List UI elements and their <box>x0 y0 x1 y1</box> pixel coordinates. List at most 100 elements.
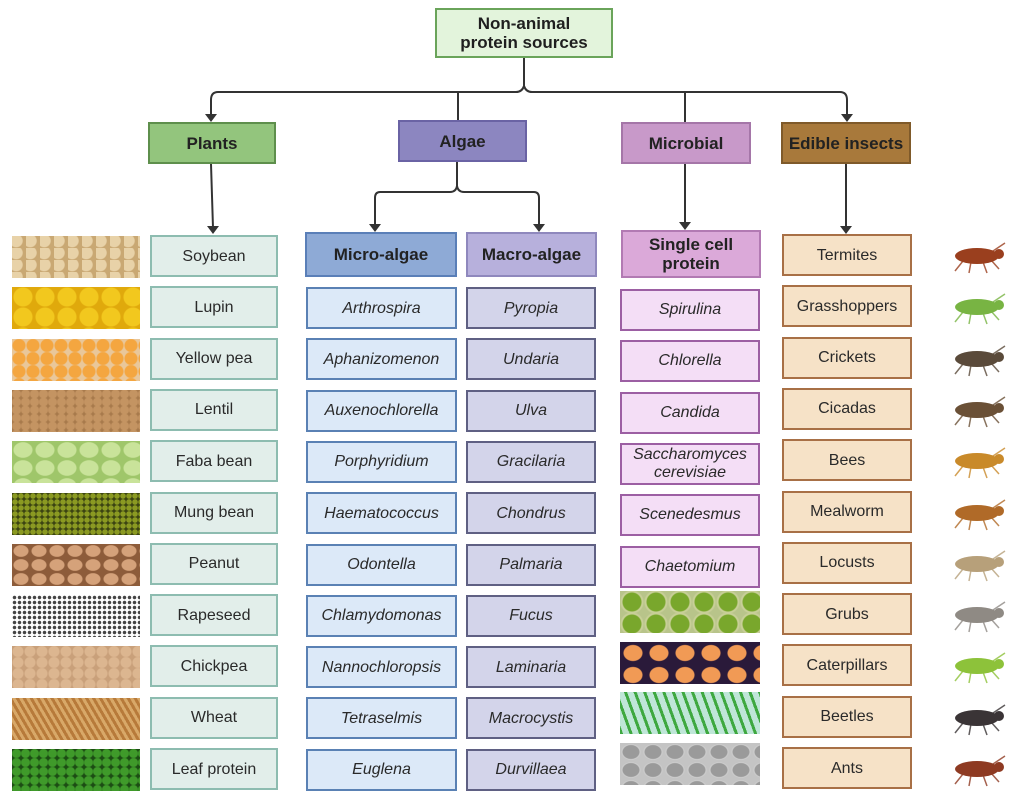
plant-item-label: Leaf protein <box>171 760 257 778</box>
single-cell-protein-item: Chaetomium <box>620 545 760 588</box>
category-label: Microbial <box>648 133 724 153</box>
single-cell-protein-item: Spirulina <box>620 289 760 331</box>
category-label: Edible insects <box>788 133 904 153</box>
single-cell-protein-item: Saccharomyces cerevisiae <box>620 442 760 485</box>
insect-item: Caterpillars <box>782 644 912 687</box>
macro-algae-item-label: Ulva <box>514 402 547 420</box>
micro-algae-item-label: Odontella <box>347 556 416 573</box>
macro-algae-item-label: Gracilaria <box>496 453 566 471</box>
plant-item-label: Rapeseed <box>177 606 251 624</box>
insect-item-label: Beetles <box>820 708 874 726</box>
single-cell-protein-item-label: Spirulina <box>658 301 722 318</box>
caterpillar-photo-icon <box>935 645 1017 687</box>
yeast-cells-micrograph-icon <box>620 641 760 684</box>
macro-algae-item: Laminaria <box>466 646 596 689</box>
insect-item: Locusts <box>782 541 912 584</box>
plant-item: Yellow pea <box>150 337 278 380</box>
subcategory-label: Micro-algae <box>333 245 429 264</box>
single-cell-protein-item-label: Candida <box>660 403 720 421</box>
micro-algae-item-label: Haematococcus <box>324 504 439 522</box>
plant-item: Lupin <box>150 286 278 329</box>
fungal-cells-micrograph-icon <box>620 742 760 785</box>
insect-item-label: Bees <box>828 451 866 469</box>
termite-photo-icon <box>935 235 1017 277</box>
category-label: Plants <box>186 133 238 153</box>
micro-algae-item: Auxenochlorella <box>306 389 457 432</box>
single-cell-protein-item: Scenedesmus <box>620 494 760 537</box>
wheat-photo-icon <box>12 697 140 740</box>
plant-item-label: Soybean <box>182 247 246 265</box>
root-label: Non-animal protein sources <box>460 14 588 52</box>
category-microbial: Microbial <box>621 122 751 164</box>
macro-algae-item: Macrocystis <box>466 697 596 740</box>
micro-algae-item-label: Porphyridium <box>334 453 429 471</box>
plant-item: Mung bean <box>150 491 278 534</box>
lupin-photo-icon <box>12 287 140 330</box>
single-cell-protein-item: Candida <box>620 391 760 434</box>
subcategory-single-cell-protein: Single cell protein <box>621 230 761 278</box>
subcategory-label: Single cell protein <box>648 235 734 273</box>
micro-algae-item-label: Aphanizomenon <box>323 350 440 368</box>
algae-cells-micrograph-icon <box>620 591 760 633</box>
micro-algae-item: Nannochloropsis <box>306 646 457 689</box>
insect-item-label: Crickets <box>818 349 876 367</box>
subcategory-label: Macro-algae <box>481 245 582 264</box>
macro-algae-item-label: Fucus <box>509 607 553 625</box>
peanut-photo-icon <box>12 543 140 586</box>
micro-algae-item: Arthrospira <box>306 287 457 329</box>
micro-algae-item-label: Chlamydomonas <box>321 607 442 625</box>
micro-algae-item: Euglena <box>306 748 457 791</box>
bee-photo-icon <box>935 440 1017 482</box>
plant-item: Wheat <box>150 696 278 739</box>
insect-item: Grasshoppers <box>782 285 912 328</box>
insect-item-label: Cicadas <box>818 400 876 418</box>
grasshopper-photo-icon <box>935 286 1017 328</box>
macro-algae-item: Pyropia <box>466 287 596 329</box>
plant-item: Chickpea <box>150 645 278 688</box>
insect-item-label: Locusts <box>819 554 875 572</box>
subcategory-macro-algae: Macro-algae <box>466 232 597 277</box>
plant-item: Leaf protein <box>150 748 278 790</box>
insect-item: Mealworm <box>782 490 912 533</box>
micro-algae-item: Tetraselmis <box>306 697 457 740</box>
macro-algae-item-label: Durvillaea <box>495 761 567 779</box>
macro-algae-item-label: Laminaria <box>495 658 567 676</box>
insect-item: Crickets <box>782 336 912 379</box>
locust-photo-icon <box>935 543 1017 585</box>
soybean-photo-icon <box>12 236 140 278</box>
macro-algae-item: Durvillaea <box>466 748 596 791</box>
insect-item-label: Mealworm <box>810 503 884 520</box>
macro-algae-item-label: Pyropia <box>503 299 559 317</box>
micro-algae-item: Odontella <box>306 543 457 586</box>
insect-item: Grubs <box>782 593 912 636</box>
micro-algae-item: Haematococcus <box>306 492 457 535</box>
plant-item-label: Lupin <box>194 298 234 316</box>
insect-item: Termites <box>782 234 912 276</box>
micro-algae-item-label: Nannochloropsis <box>321 658 442 676</box>
subcategory-micro-algae: Micro-algae <box>305 232 457 277</box>
single-cell-protein-item-label: Chaetomium <box>644 557 736 575</box>
insect-item-label: Grubs <box>825 605 869 623</box>
root-node: Non-animal protein sources <box>435 8 613 58</box>
plant-item-label: Lentil <box>194 401 234 419</box>
faba-bean-photo-icon <box>12 441 140 484</box>
grub-photo-icon <box>935 594 1017 636</box>
micro-algae-item: Chlamydomonas <box>306 594 457 637</box>
plant-item-label: Mung bean <box>173 504 255 521</box>
plant-item-label: Peanut <box>188 555 240 573</box>
micro-algae-item-label: Euglena <box>352 761 411 779</box>
macro-algae-item-label: Undaria <box>502 350 560 368</box>
single-cell-protein-item: Chlorella <box>620 340 760 383</box>
macro-algae-item: Palmaria <box>466 543 596 586</box>
single-cell-protein-item-label: Scenedesmus <box>639 506 741 524</box>
insect-item-label: Ants <box>830 759 863 777</box>
ant-photo-icon <box>935 748 1017 790</box>
micro-algae-item-label: Auxenochlorella <box>324 402 439 420</box>
cricket-photo-icon <box>935 338 1017 380</box>
plant-item: Peanut <box>150 542 278 585</box>
single-cell-protein-item-label: Chlorella <box>658 352 722 370</box>
insect-item: Bees <box>782 439 912 482</box>
plant-item-label: Wheat <box>190 709 238 727</box>
plant-item: Lentil <box>150 388 278 431</box>
